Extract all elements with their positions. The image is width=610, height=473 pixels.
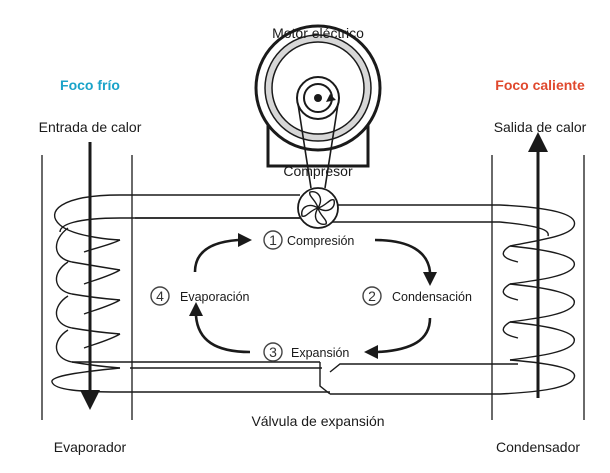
step-markers bbox=[150, 230, 382, 362]
condenser-label: Condensador bbox=[496, 439, 580, 455]
heat-out-label: Salida de calor bbox=[494, 119, 587, 135]
expansion-valve-label: Válvula de expansión bbox=[251, 413, 384, 429]
inner-pipe bbox=[130, 217, 322, 369]
step-2-number: 2 bbox=[368, 288, 376, 304]
compressor-icon bbox=[297, 187, 339, 229]
condenser-frame bbox=[491, 155, 585, 420]
condenser-coil bbox=[319, 204, 576, 395]
compressor-label: Compresor bbox=[283, 163, 353, 179]
step-1-number: 1 bbox=[269, 232, 277, 248]
step-2-label: Condensación bbox=[392, 290, 472, 304]
hot-focus-label: Foco caliente bbox=[495, 77, 585, 93]
step-3-label: Expansión bbox=[291, 346, 349, 360]
motor-label: Motor eléctrico bbox=[272, 25, 364, 41]
step-4-label: Evaporación bbox=[180, 290, 250, 304]
arrow-exp-to-evap bbox=[194, 315, 251, 354]
evaporator-frame bbox=[41, 155, 133, 420]
cycle-arrowheads bbox=[189, 233, 437, 359]
arrow-evap-to-comp bbox=[193, 238, 239, 273]
step-3-number: 3 bbox=[269, 344, 277, 360]
electric-motor bbox=[254, 24, 382, 189]
step-1-label: Compresión bbox=[287, 234, 354, 248]
step-4-number: 4 bbox=[156, 288, 164, 304]
cold-focus-label: Foco frío bbox=[60, 77, 120, 93]
heat-out-arrow bbox=[528, 132, 548, 398]
arrow-comp-to-cond bbox=[374, 238, 432, 273]
evaporator-label: Evaporador bbox=[54, 439, 127, 455]
heat-in-arrow bbox=[80, 142, 100, 410]
heat-in-label: Entrada de calor bbox=[39, 119, 142, 135]
arrow-cond-to-exp bbox=[377, 317, 432, 354]
cycle-arrows bbox=[193, 238, 432, 354]
